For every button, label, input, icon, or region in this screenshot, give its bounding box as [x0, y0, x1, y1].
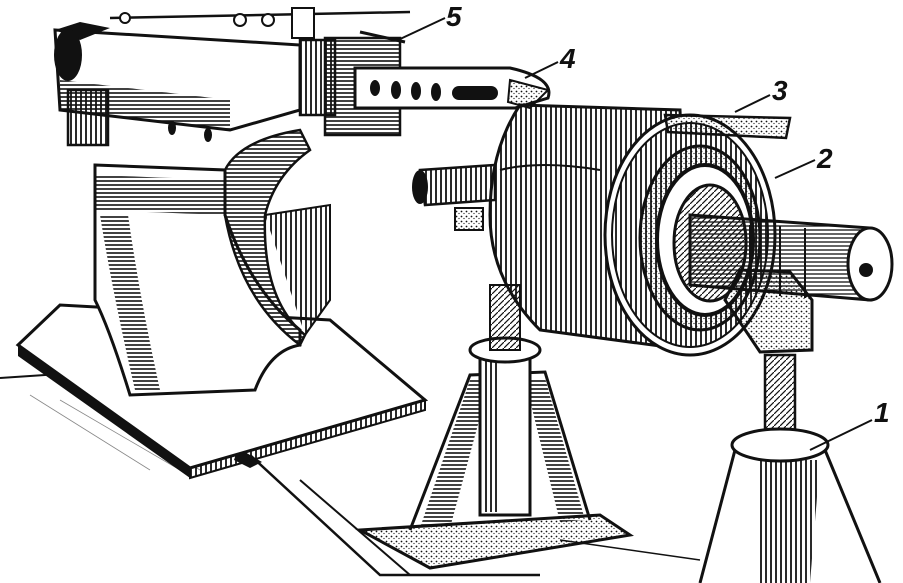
callout-5: 5: [397, 1, 462, 41]
callout-4: 4: [524, 43, 576, 79]
callout-label-2: 2: [816, 143, 833, 174]
support-stand-right: [698, 268, 882, 583]
callout-label-4: 4: [559, 43, 576, 74]
callout-3: 3: [734, 75, 788, 113]
callout-1: 1: [809, 397, 890, 451]
callout-label-1: 1: [874, 397, 890, 428]
callout-label-5: 5: [446, 1, 462, 32]
support-stand-left: [354, 284, 634, 570]
callout-2: 2: [774, 143, 833, 179]
cutting-arm: [353, 66, 551, 110]
callout-label-3: 3: [772, 75, 788, 106]
machine-base: [15, 7, 429, 480]
